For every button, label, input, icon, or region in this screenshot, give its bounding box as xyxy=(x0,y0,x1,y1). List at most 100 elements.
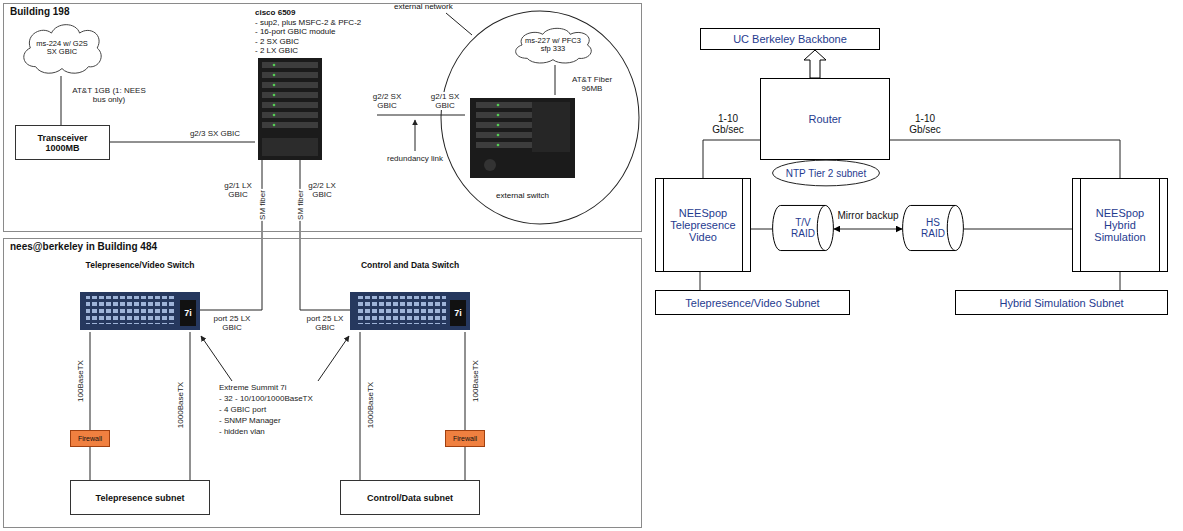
note-label: - SNMP Manager xyxy=(218,416,282,425)
link-line xyxy=(90,332,91,430)
note-label: g2/2 LX GBIC xyxy=(302,181,342,199)
node-text: - 16-port GBIC module xyxy=(255,27,377,37)
link-line xyxy=(465,447,466,480)
link-label: 100BaseTX xyxy=(76,359,85,403)
node-text: Control/Data subnet xyxy=(367,493,453,503)
link-line xyxy=(703,140,760,178)
link-line xyxy=(110,142,255,143)
node-text: - sup2, plus MSFC-2 & PFC-2 xyxy=(255,18,377,28)
node-text: NTP Tier 2 subnet xyxy=(786,168,866,179)
leader-lines xyxy=(201,13,472,381)
link-line xyxy=(834,229,902,230)
panel-heading: nees@berkeley in Building 484 xyxy=(10,241,635,252)
server-box: NEESpop Telepresence Video xyxy=(655,178,751,272)
link-label: AT&T Fiber 96MB xyxy=(563,75,621,93)
router-device: cisco 6509- sup2, plus MSFC-2 & PFC-2- 1… xyxy=(255,8,377,160)
node-text: Router xyxy=(808,113,841,125)
node-text: - 2 LX GBIC xyxy=(255,46,377,56)
node-text: Transceiver 1000MB xyxy=(20,133,105,153)
link-line xyxy=(890,140,1120,178)
switch-device: Telepresence/Video Switch xyxy=(80,260,200,332)
network-cloud: ms-227 w/ PFC3 sfp 333 xyxy=(510,25,596,65)
subnet-ellipse: NTP Tier 2 subnet xyxy=(772,160,880,186)
cisco-6509-chassis xyxy=(258,58,322,160)
network-cloud: ms-224 w/ G2S SX GBIC xyxy=(18,20,106,76)
subnet-box: Control/Data subnet xyxy=(340,480,480,515)
node-text: - 2 SX GBIC xyxy=(255,37,377,47)
link-label: 1000BaseTX xyxy=(176,381,185,429)
link-label: SM fiber xyxy=(258,189,267,221)
note-label: port 25 LX GBIC xyxy=(211,314,253,332)
raid-cylinder: T/V RAID xyxy=(772,205,834,251)
link-label: g2/2 SX GBIC xyxy=(369,92,405,110)
node-text: Control and Data Switch xyxy=(350,260,470,270)
link-label: g2/3 SX GBIC xyxy=(189,129,241,138)
node-text: HS RAID xyxy=(914,217,952,239)
link-line xyxy=(90,447,91,480)
link-label: 100BaseTX xyxy=(471,359,480,403)
switch-device: Control and Data Switch xyxy=(350,260,470,332)
firewall-box: Firewall xyxy=(445,430,485,447)
node-text: Telepresence/Video Switch xyxy=(80,260,200,270)
node-text: ms-227 w/ PFC3 sfp 333 xyxy=(523,37,583,54)
link-line xyxy=(751,229,772,230)
link-label: 1-10 Gb/sec xyxy=(705,113,752,135)
node-text: NEESpop Telepresence Video xyxy=(666,207,740,243)
link-line xyxy=(700,272,701,290)
link-line xyxy=(964,229,1072,230)
model-badge: 7i xyxy=(183,309,193,318)
note-label: - 4 GBIC port xyxy=(218,405,267,414)
link-line xyxy=(200,160,262,310)
node-text: ms-224 w/ G2S SX GBIC xyxy=(31,40,93,57)
subnet-box: Transceiver 1000MB xyxy=(15,125,110,160)
link-label: Mirror backup xyxy=(836,210,899,221)
link-label: 1-10 Gb/sec xyxy=(902,113,949,135)
subnet-box: Telepresence subnet xyxy=(70,480,210,515)
link-line xyxy=(61,76,62,125)
node-text: Firewall xyxy=(453,435,477,442)
node-text: T/V RAID xyxy=(784,217,822,239)
summit-switch-chassis xyxy=(80,292,470,330)
server-box: NEESpop Hybrid Simulation xyxy=(1072,178,1168,272)
process-box: Hybrid Simulation Subnet xyxy=(955,290,1168,315)
note-label: - 32 - 10/100/1000BaseTX xyxy=(218,394,314,403)
node-text: Telepresence/Video Subnet xyxy=(685,297,819,309)
node-text: Telepresence subnet xyxy=(96,493,185,503)
note-label: g2/1 SX GBIC xyxy=(427,92,463,110)
node-text: external switch xyxy=(496,191,549,200)
link-label: AT&T 1GB (1: NEES bus only) xyxy=(68,86,150,104)
note-label: Extreme Summit 7i xyxy=(218,383,288,392)
firewall-box: Firewall xyxy=(70,430,110,447)
link-label: 1000BaseTX xyxy=(366,381,375,429)
server-rail xyxy=(1159,179,1160,271)
node-text: UC Berkeley Backbone xyxy=(733,33,847,45)
server-rail xyxy=(1080,179,1081,271)
link-line xyxy=(465,332,466,430)
link-line xyxy=(555,65,556,95)
process-box: Router xyxy=(760,78,890,160)
node-text: external network xyxy=(394,2,453,11)
server-rail xyxy=(742,179,743,271)
network-region: external networkms-227 w/ PFC3 sfp 333ex… xyxy=(440,10,640,225)
link-line xyxy=(377,115,465,116)
raid-cylinder: HS RAID xyxy=(902,205,964,251)
node-text: NEESpop Hybrid Simulation xyxy=(1083,207,1157,243)
process-box: Telepresence/Video Subnet xyxy=(655,290,850,315)
switch-device: external switch xyxy=(465,95,580,200)
process-box: UC Berkeley Backbone xyxy=(700,28,880,50)
block-arrow xyxy=(804,50,826,78)
link-line xyxy=(300,160,350,310)
link-line xyxy=(360,332,361,480)
server-rail xyxy=(663,179,664,271)
node-text: Firewall xyxy=(78,435,102,442)
node-text: cisco 6509 xyxy=(255,8,377,18)
link-label: SM fiber xyxy=(296,189,305,221)
note-label: redundancy link xyxy=(386,154,444,163)
link-line xyxy=(190,332,191,480)
link-line xyxy=(1120,272,1121,290)
node-text: Hybrid Simulation Subnet xyxy=(999,297,1123,309)
external-switch-chassis xyxy=(470,98,575,178)
building-panel: nees@berkeley in Building 484Telepresenc… xyxy=(3,238,642,528)
model-badge: 7i xyxy=(453,309,463,318)
note-label: g2/1 LX GBIC xyxy=(218,181,258,199)
